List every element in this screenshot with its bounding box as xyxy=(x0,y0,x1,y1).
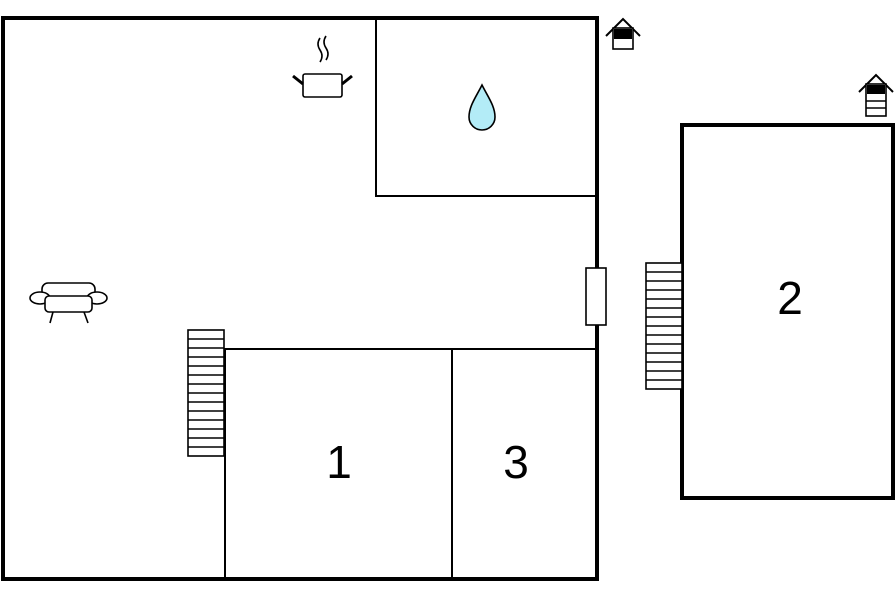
room-2-label: 2 xyxy=(777,272,803,324)
room-3-label: 3 xyxy=(503,436,529,488)
water-drop-icon xyxy=(468,83,496,131)
house-upstairs-icon xyxy=(858,73,894,117)
door-icon xyxy=(585,267,607,326)
room-1-label: 1 xyxy=(326,436,352,488)
cooking-pot-icon xyxy=(292,35,353,98)
stairs-icon xyxy=(645,262,683,390)
bathroom-walls xyxy=(375,18,597,197)
bedroom-top-wall xyxy=(224,348,597,579)
stairs-icon xyxy=(187,329,225,457)
house-entrance-icon xyxy=(605,17,641,50)
sofa-icon xyxy=(29,282,108,324)
